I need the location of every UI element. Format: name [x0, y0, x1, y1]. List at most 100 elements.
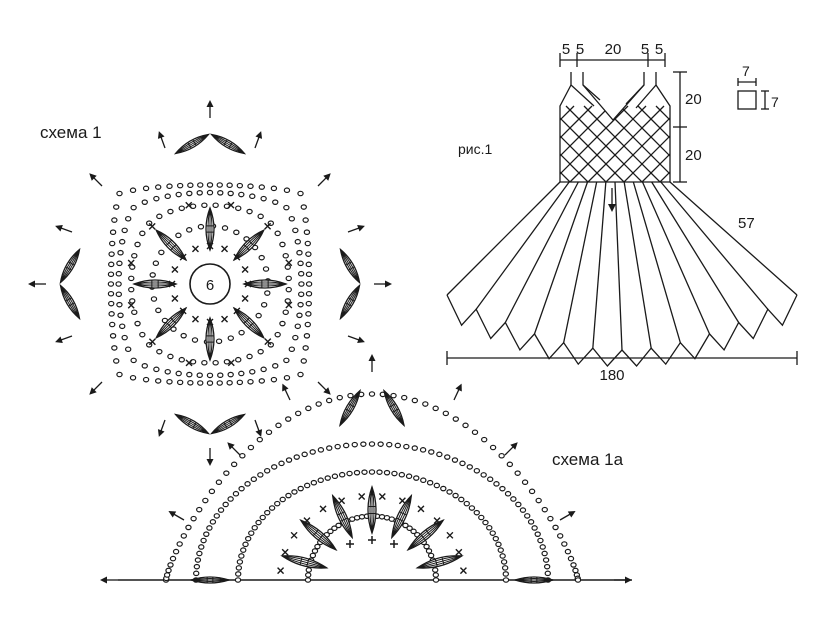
chain-stitch	[361, 469, 368, 475]
chain-stitch	[119, 238, 126, 245]
chain-stitch	[398, 471, 406, 478]
chain-stitch	[489, 444, 497, 451]
chain-stitch	[292, 334, 299, 341]
dress-dimension-labels: 5 5 20 5 5 20 20 57 180 7 7 рис.1	[458, 41, 779, 384]
chain-stitch	[260, 301, 268, 308]
chain-stitch	[386, 441, 393, 448]
skirt-seam	[641, 181, 711, 335]
chain-stitch	[303, 482, 311, 489]
arrow-head	[255, 131, 263, 139]
direction-arrow	[28, 280, 46, 288]
chain-stitch	[258, 254, 265, 261]
half-arrows	[100, 354, 632, 584]
chain-stitch	[255, 312, 262, 319]
arrow-head	[89, 387, 97, 395]
chain-stitch	[264, 509, 271, 516]
single-crochet-mark	[241, 265, 249, 273]
chain-stitch	[458, 496, 465, 503]
chain-stitch	[531, 525, 538, 531]
chain-stitch	[193, 570, 200, 577]
chain-stitch	[150, 296, 158, 302]
chain-stitch	[300, 204, 307, 210]
direction-arrow	[347, 224, 365, 233]
chain-stitch	[493, 481, 500, 487]
chain-stitch	[468, 505, 476, 511]
skirt-seam	[592, 181, 607, 349]
bodice-lattice	[560, 105, 772, 182]
petal	[383, 388, 405, 428]
lattice-line	[560, 105, 589, 182]
chain-stitch	[463, 500, 470, 507]
chain-stitch	[285, 286, 292, 293]
lattice-line	[560, 105, 575, 182]
chain-stitch	[411, 397, 419, 404]
chain-stitch	[486, 476, 494, 483]
chain-stitch	[134, 241, 141, 248]
single-crochet-mark	[227, 201, 235, 209]
chain-stitch	[498, 452, 505, 459]
chain-stitch	[515, 501, 522, 508]
petal	[154, 306, 188, 340]
skirt-panels	[446, 181, 798, 367]
single-crochet-mark	[148, 338, 156, 346]
arrow-head	[227, 442, 235, 450]
petal-bar	[299, 557, 310, 567]
chain-stitch	[250, 476, 258, 483]
chain-stitch	[334, 443, 341, 450]
single-crochet-mark	[221, 245, 229, 253]
chain-stitch	[406, 525, 413, 532]
chain-stitch	[249, 193, 256, 200]
chain-stitch	[282, 309, 289, 316]
single-crochet-mark	[171, 295, 179, 303]
chain-stitch	[432, 567, 439, 573]
chain-stitch	[258, 184, 266, 190]
chain-stitch	[201, 202, 208, 209]
single-crochet-mark	[227, 359, 235, 367]
petal	[406, 518, 445, 552]
chain-stitch	[422, 401, 429, 407]
chain-stitch	[541, 506, 548, 513]
petal	[339, 388, 361, 428]
lattice-line	[696, 106, 772, 182]
chain-stitch	[324, 475, 331, 481]
direction-arrow	[206, 100, 214, 118]
petal-stitch-lines	[207, 207, 213, 251]
single-crochet-mark	[264, 222, 272, 230]
single-crochet-mark	[277, 567, 285, 575]
chain-stitch	[271, 464, 278, 470]
arrow-head	[157, 429, 165, 437]
chain-stitch	[351, 441, 358, 448]
chain-stitch	[247, 183, 254, 190]
petal-bar	[223, 139, 233, 149]
arrow-head	[157, 131, 165, 139]
chain-stitch	[486, 524, 493, 531]
chain-stitch	[543, 563, 551, 570]
arrow-head	[89, 173, 97, 181]
petal-bar	[389, 403, 399, 413]
chain-stitch	[194, 557, 202, 563]
petal-stitch-lines	[155, 307, 187, 339]
petal-stitch-lines	[300, 519, 337, 551]
chain-stitch	[238, 370, 245, 377]
chain-stitch	[293, 454, 300, 460]
chain-stitch	[288, 346, 296, 353]
chain-stitch	[185, 524, 192, 531]
lattice-line	[655, 105, 670, 182]
chain-stitch	[360, 441, 367, 447]
gauge-width-label: 7	[742, 63, 750, 79]
arrow-head	[357, 224, 365, 232]
direction-arrow	[227, 442, 241, 456]
chain-stitch	[514, 470, 521, 476]
arrow-head	[385, 280, 392, 288]
chain-stitch	[279, 496, 286, 503]
chain-stitch	[227, 496, 234, 502]
chain-stitch	[124, 215, 132, 222]
chain-stitch	[501, 565, 509, 571]
chain-stitch	[394, 442, 402, 449]
chain-stitch	[283, 374, 291, 381]
arrow-head	[357, 336, 365, 344]
dim-top-c: 5	[641, 41, 649, 58]
chain-stitch	[163, 572, 171, 578]
chain-stitch	[142, 185, 150, 192]
chain-stitch	[154, 378, 162, 384]
